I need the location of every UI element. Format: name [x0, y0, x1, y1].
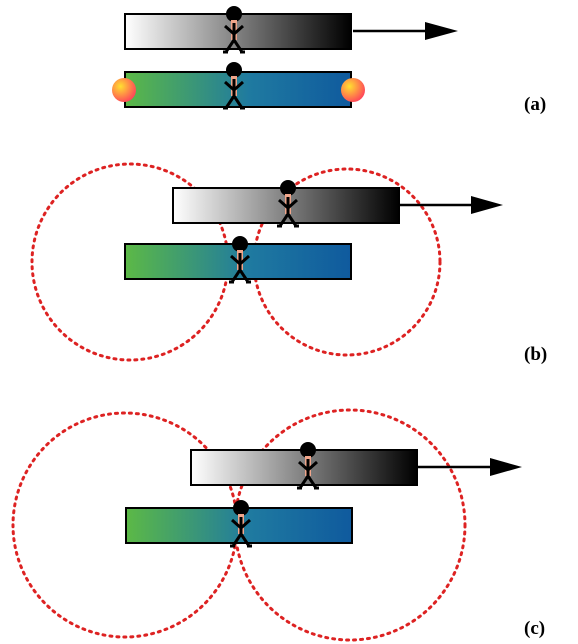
panel-label-a: (a): [524, 94, 546, 115]
arrow-right-icon: [400, 196, 503, 214]
stick-figure-icon: [277, 180, 299, 228]
range-circle-right: [233, 408, 467, 642]
stick-figure-icon: [297, 442, 319, 490]
panel-label-c: (c): [524, 618, 545, 639]
stick-figure-icon: [230, 500, 252, 548]
stick-figure-icon: [223, 62, 245, 110]
light-dot-icon: [112, 78, 136, 102]
panel-b: (b): [30, 162, 547, 365]
arrow-right-icon: [418, 458, 522, 476]
stick-figure-icon: [229, 236, 251, 284]
range-circle-right: [252, 167, 442, 357]
panel-c: (c): [11, 408, 545, 642]
light-dot-icon: [341, 78, 365, 102]
arrow-right-icon: [353, 22, 458, 40]
panel-label-b: (b): [524, 344, 547, 365]
stick-figure-icon: [223, 6, 245, 54]
panel-a: (a): [112, 6, 546, 115]
